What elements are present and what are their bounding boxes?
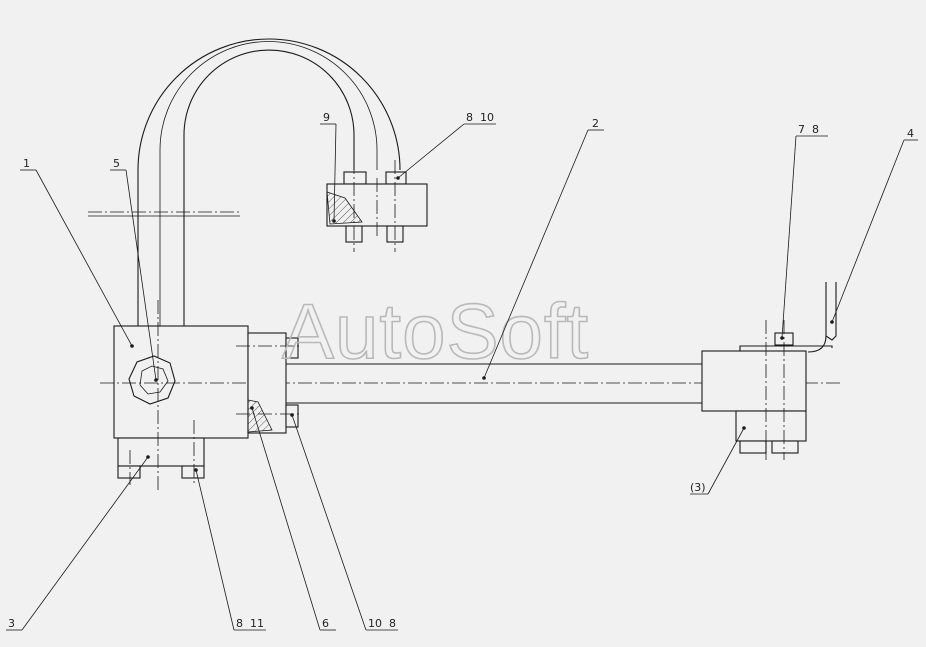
callout-5: 5: [113, 157, 120, 170]
horizontal-shaft: [286, 363, 702, 404]
callout-4: 4: [907, 127, 914, 140]
leader-lines: [6, 123, 918, 631]
u-tube: [88, 38, 401, 326]
callout-7-8: 7 8: [798, 123, 819, 136]
callout-8-10: 8 10: [466, 111, 494, 124]
upper-clamp-block: [326, 160, 428, 252]
callout-10-8: 10 8: [368, 617, 396, 630]
watermark-text: AutoSoft: [282, 287, 589, 375]
callout-2: 2: [592, 117, 599, 130]
right-block: [701, 282, 837, 460]
callout-6: 6: [322, 617, 329, 630]
callout-1: 1: [23, 157, 30, 170]
callout-8-11: 8 11: [236, 617, 264, 630]
callout-9: 9: [323, 111, 330, 124]
callout-3-ref: (3): [690, 481, 706, 494]
connector-fitting: [236, 332, 300, 434]
callout-3: 3: [8, 617, 15, 630]
leader-dots: [130, 176, 834, 472]
